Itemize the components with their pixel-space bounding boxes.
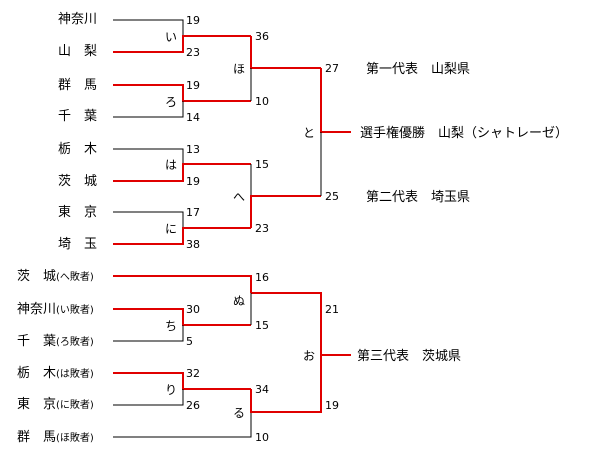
match-label: は — [165, 158, 177, 172]
bracket-line-winner — [113, 35, 251, 53]
repechage-team: 千 葉(ろ敗者) — [17, 334, 94, 351]
score: 25 — [325, 190, 339, 203]
score: 26 — [186, 399, 200, 412]
team-name: 茨 城 — [17, 269, 57, 284]
score: 14 — [186, 111, 200, 124]
score: 23 — [186, 46, 200, 59]
champion: 選手権優勝 山梨（シャトレーゼ） — [360, 125, 568, 141]
repechage-team: 神奈川(い敗者) — [17, 302, 94, 319]
score: 10 — [255, 95, 269, 108]
third-representative: 第三代表 茨城県 — [357, 349, 461, 364]
score: 16 — [255, 271, 269, 284]
bracket-line — [113, 325, 184, 342]
score: 19 — [325, 399, 339, 412]
bracket-line — [113, 148, 184, 164]
team-name: 千 葉 — [58, 109, 98, 124]
score: 19 — [186, 79, 200, 92]
match-label: に — [165, 222, 177, 236]
score: 23 — [255, 222, 269, 235]
match-label: ち — [165, 319, 177, 333]
score: 38 — [186, 238, 200, 251]
bracket-line-winner — [113, 275, 252, 293]
team-name: 埼 玉 — [58, 237, 98, 252]
score: 19 — [186, 14, 200, 27]
team-name: 千 葉 — [17, 334, 57, 349]
score: 10 — [255, 431, 269, 444]
match-label: へ — [233, 190, 245, 204]
bracket-line — [113, 211, 184, 228]
repechage-team: 東 京(に敗者) — [17, 397, 94, 414]
score: 21 — [325, 303, 339, 316]
second-representative: 第二代表 埼玉県 — [366, 190, 470, 205]
team-name: 茨 城 — [58, 174, 98, 189]
team-name: 神奈川 — [58, 12, 98, 27]
match-label: と — [303, 126, 315, 140]
score: 15 — [255, 319, 269, 332]
team-name: 栃 木 — [58, 142, 98, 157]
repechage-team: 茨 城(へ敗者) — [17, 269, 94, 286]
score: 19 — [186, 175, 200, 188]
score: 15 — [255, 158, 269, 171]
score: 30 — [186, 303, 200, 316]
team-name: 群 馬 — [17, 430, 57, 445]
score: 27 — [325, 62, 339, 75]
loser-note: (は敗者) — [56, 369, 94, 380]
team-name: 群 馬 — [58, 78, 98, 93]
team-name: 山 梨 — [58, 44, 98, 59]
score: 36 — [255, 30, 269, 43]
match-label: る — [233, 406, 245, 420]
bracket-line — [113, 101, 184, 118]
match-label: い — [165, 30, 177, 44]
bracket-line-winner — [320, 68, 351, 133]
repechage-team: 群 馬(ほ敗者) — [17, 430, 94, 447]
bracket-line-winner — [250, 355, 322, 413]
first-representative: 第一代表 山梨県 — [366, 62, 470, 77]
bracket-line-winner — [113, 84, 251, 102]
team-name: 東 京 — [17, 397, 57, 412]
match-label: り — [165, 383, 177, 397]
bracket-line — [113, 412, 252, 438]
bracket-line — [113, 19, 184, 36]
bracket-line-winner — [113, 308, 251, 326]
score: 5 — [186, 335, 193, 348]
match-label: お — [303, 349, 315, 363]
bracket-line-winner — [113, 227, 251, 245]
match-label: ぬ — [233, 294, 245, 308]
bracket-line-winner — [113, 372, 251, 390]
bracket-line-winner — [251, 292, 351, 356]
loser-note: (へ敗者) — [56, 272, 94, 283]
team-name: 神奈川 — [17, 302, 57, 317]
bracket-line-winner — [250, 195, 321, 228]
bracket-line — [113, 389, 184, 406]
score: 34 — [255, 383, 269, 396]
team-name: 東 京 — [58, 205, 98, 220]
match-label: ろ — [165, 95, 177, 109]
loser-note: (に敗者) — [56, 400, 94, 411]
loser-note: (い敗者) — [56, 305, 94, 316]
team-name: 栃 木 — [17, 366, 57, 381]
score: 32 — [186, 367, 200, 380]
repechage-team: 栃 木(は敗者) — [17, 366, 94, 383]
bracket-line-winner — [113, 163, 251, 182]
match-label: ほ — [233, 62, 245, 76]
score: 13 — [186, 143, 200, 156]
loser-note: (ろ敗者) — [56, 337, 94, 348]
score: 17 — [186, 206, 200, 219]
loser-note: (ほ敗者) — [56, 433, 94, 444]
